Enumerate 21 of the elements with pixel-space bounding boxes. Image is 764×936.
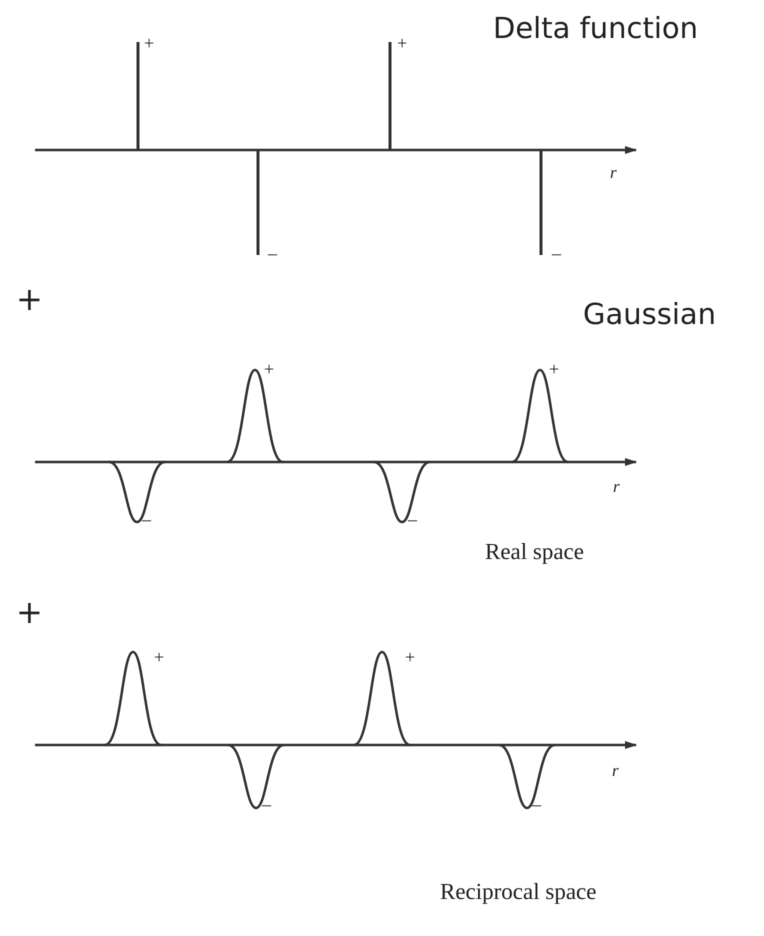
sign-label: + <box>549 360 560 378</box>
caption-text: Reciprocal space <box>440 880 596 903</box>
plus-sign: + <box>16 596 43 628</box>
sign-label: + <box>144 34 154 52</box>
caption-text: Real space <box>485 540 584 563</box>
sign-label: – <box>408 510 417 528</box>
panel-title: Delta function <box>493 14 698 43</box>
sign-label: + <box>397 34 408 52</box>
plus-sign: + <box>16 283 43 315</box>
sign-label: + <box>405 648 416 666</box>
sign-label: + <box>154 648 164 666</box>
sign-label: + <box>264 360 274 378</box>
sign-label: – <box>268 244 277 262</box>
axis-label: r <box>610 164 617 181</box>
sign-label: – <box>532 795 541 813</box>
axis-label: r <box>613 478 620 495</box>
axis-label: r <box>612 762 619 779</box>
panel-title: Gaussian <box>583 300 716 329</box>
sign-label: – <box>262 795 271 813</box>
sign-label: – <box>142 510 151 528</box>
sign-label: – <box>552 244 561 262</box>
